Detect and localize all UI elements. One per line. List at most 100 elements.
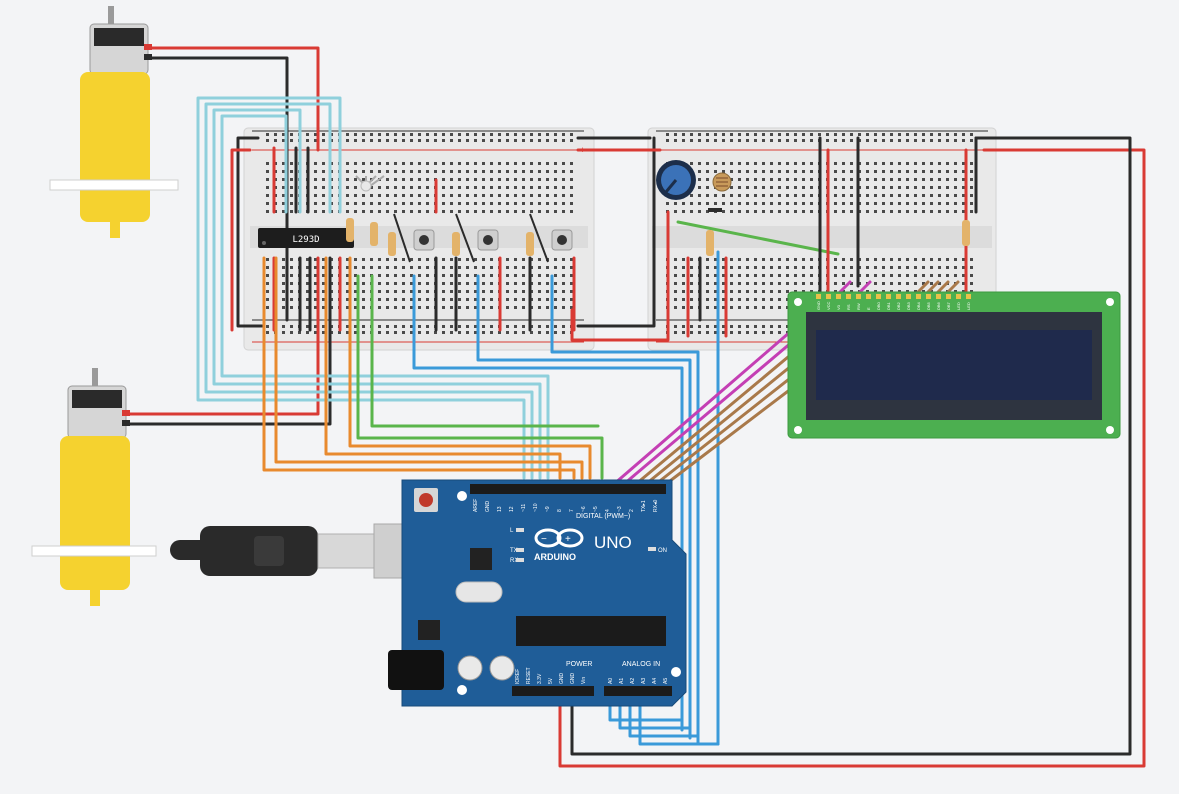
power-rail-top <box>262 133 574 145</box>
lcd-pin <box>846 294 851 299</box>
crystal <box>455 581 503 603</box>
wire-green-1 <box>356 274 604 480</box>
digital-pin-label: ~5 <box>593 506 599 512</box>
digital-pin-label: ~9 <box>545 506 551 512</box>
power-pin-label: Vin <box>581 677 587 684</box>
lcd-pin-label: DB3 <box>906 301 911 310</box>
l-led-label: L <box>510 528 514 534</box>
wire-motor2-red <box>126 256 320 416</box>
analog-pin-label: A1 <box>619 678 625 684</box>
dc-motor-top <box>49 6 179 238</box>
push-buttons <box>393 213 573 263</box>
lcd-pin-label: DB6 <box>936 301 941 310</box>
wire-orange-2 <box>274 256 584 480</box>
atmega-chip <box>516 616 666 646</box>
terminal-strip-bottom <box>262 256 574 312</box>
resistors-left <box>346 218 534 256</box>
wire-lightblue-4 <box>220 114 550 480</box>
lcd-pin <box>936 294 941 299</box>
arduino-uno: − + ARDUINO UNO DIGITAL (PWM~) POWER ANA… <box>388 479 687 707</box>
analog-pin-label: A4 <box>652 678 658 684</box>
lcd-pin <box>896 294 901 299</box>
wire-lcd-rs <box>612 330 792 486</box>
on-led-label: ON <box>658 548 667 554</box>
digital-pin-label: ~3 <box>617 506 623 512</box>
tx-label: TX <box>510 548 518 554</box>
lcd-pin <box>816 294 821 299</box>
wire-lightblue-1 <box>196 96 526 480</box>
digital-pin-label: 7 <box>569 509 575 512</box>
lcd-pin-label: DB1 <box>886 301 891 310</box>
lcd-pin-label: RW <box>856 303 861 310</box>
digital-pin-label: 4 <box>605 509 611 512</box>
terminal-strip-top <box>262 160 574 216</box>
wire-lightblue-3 <box>212 108 542 480</box>
wire-lcd-d7 <box>664 380 802 486</box>
wire-green-2 <box>370 274 600 428</box>
wire-red-rail-left <box>230 148 252 332</box>
arduino-logo: − + <box>534 528 584 548</box>
wires <box>126 46 1146 768</box>
lcd-pin <box>906 294 911 299</box>
wire-lcd-d4 <box>634 350 796 486</box>
usb-chip <box>470 548 492 570</box>
digital-header <box>470 484 666 494</box>
wire-lcd-e <box>622 340 794 486</box>
lcd-pin-label: V0 <box>836 304 841 310</box>
arduino-brand: ARDUINO <box>534 552 576 562</box>
power-pin-label: 5V <box>548 677 554 684</box>
lcd-pin-label: DB2 <box>896 301 901 310</box>
digital-pin-label: TX▸1 <box>641 500 647 512</box>
digital-pin-label: ~11 <box>521 504 527 512</box>
lcd-pin <box>856 294 861 299</box>
power-header-label: POWER <box>566 661 592 668</box>
power-header <box>512 686 594 696</box>
wire-motor1-red <box>150 46 320 152</box>
photoresistor <box>708 172 732 212</box>
power-pin-label: GND <box>559 673 565 685</box>
lcd-pin <box>826 294 831 299</box>
svg-text:+: + <box>565 534 571 545</box>
wire-blue-3 <box>550 274 700 746</box>
wire-green-pot <box>676 220 840 256</box>
wire-lcd-d5 <box>644 360 798 486</box>
wire-lcd-d6 <box>654 370 800 486</box>
lcd-pin <box>836 294 841 299</box>
lcd-pin-label: DB0 <box>876 301 881 310</box>
lcd-pin <box>966 294 971 299</box>
lcd-pin <box>916 294 921 299</box>
resistors-right <box>706 220 970 256</box>
wire-red-5v <box>558 148 1146 768</box>
arduino-model: UNO <box>594 533 632 552</box>
svg-text:−: − <box>541 534 547 545</box>
digital-pin-label: 12 <box>509 506 515 512</box>
driver-chip: L293D <box>258 228 354 248</box>
analog-header-label: ANALOG IN <box>622 661 660 668</box>
power-pin-label: IOREF <box>515 669 521 684</box>
analog-pin-label: A3 <box>641 678 647 684</box>
analog-pin-label: A5 <box>663 678 669 684</box>
lcd-pin <box>926 294 931 299</box>
wire-blue-1 <box>412 274 684 732</box>
lcd-pin-label: DB4 <box>916 301 921 310</box>
digital-pin-label: 8 <box>557 509 563 512</box>
wire-black-gnd <box>570 136 1132 756</box>
lcd-pin-label: E <box>866 307 871 310</box>
digital-pin-label: ~6 <box>581 506 587 512</box>
lcd-pin <box>886 294 891 299</box>
lcd-pin-label: LED <box>966 302 971 310</box>
driver-chip-label: L293D <box>292 235 319 245</box>
lcd-pin <box>946 294 951 299</box>
wire-blue-2 <box>476 274 692 740</box>
wire-motor2-black <box>126 256 332 426</box>
wire-orange-4 <box>348 256 592 480</box>
lcd-pin <box>876 294 881 299</box>
lcd-pin-label: GND <box>816 301 821 310</box>
power-jack <box>388 650 444 690</box>
wire-orange-1 <box>262 256 576 480</box>
